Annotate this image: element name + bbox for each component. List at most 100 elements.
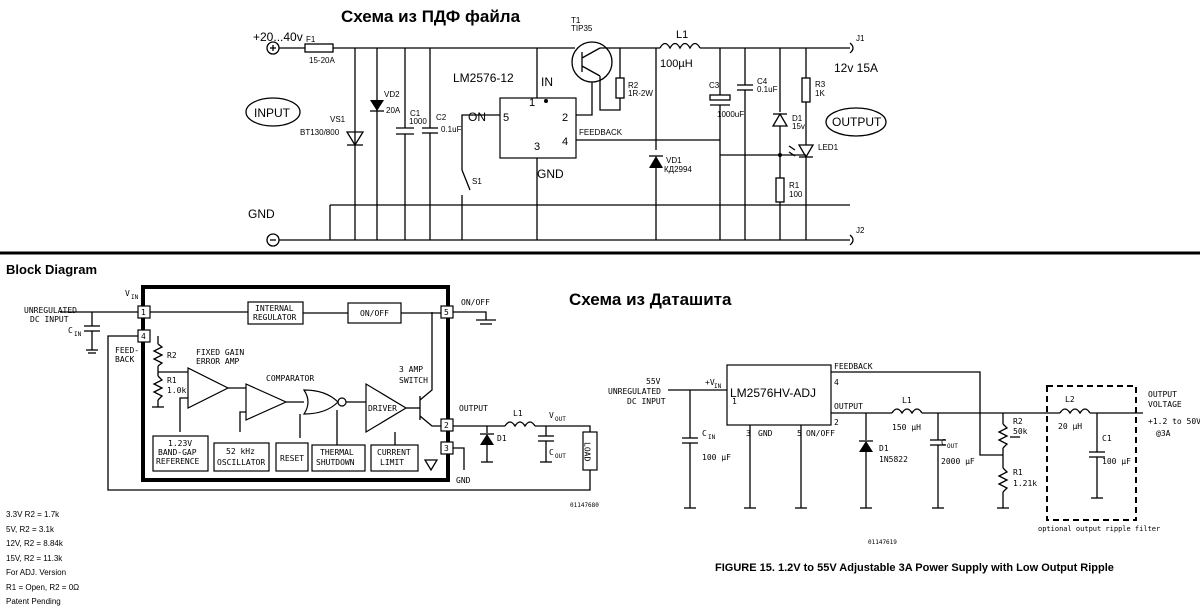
on-label: ON	[468, 110, 486, 124]
ds-vin-pin-sub: IN	[714, 383, 722, 390]
ds-c1-val: 100 µF	[1102, 457, 1131, 466]
ds-out4: @3A	[1156, 429, 1171, 438]
t1-label: T1	[571, 16, 581, 25]
ic-pin5: 5	[503, 112, 509, 124]
vd1-part: КД2994	[664, 165, 692, 174]
block-reset-label: RESET	[280, 454, 304, 463]
block-pin5-label: 5	[444, 308, 449, 317]
jack-j1	[849, 42, 854, 54]
ds-pin5: 5	[797, 429, 802, 438]
ds-cout-sub: OUT	[947, 443, 958, 450]
ds-l2-val: 20 µH	[1058, 422, 1082, 431]
l1-label: L1	[676, 29, 688, 41]
ds-out1: OUTPUT	[1148, 390, 1177, 399]
note-line: 12V, R2 = 8.84k	[6, 539, 63, 548]
block-r2: R2	[167, 351, 177, 360]
block-current-2: LIMIT	[380, 458, 404, 467]
ds-vin-pin: +V	[705, 378, 715, 387]
ds-r1	[997, 467, 1009, 493]
note-line: Patent Pending	[6, 597, 61, 606]
block-chip-outline	[141, 285, 450, 482]
ds-pin2: 2	[834, 418, 839, 427]
block-gnd: GND	[456, 476, 471, 485]
j2-label: J2	[856, 226, 865, 235]
vd2-label: VD2	[384, 90, 400, 99]
block-onoff-pin: ON/OFF	[461, 298, 490, 307]
ds-pin4: 4	[834, 378, 839, 387]
d1-label: D1	[792, 114, 803, 123]
r3-label: R3	[815, 80, 826, 89]
block-internal-reg-label2: REGULATOR	[253, 313, 297, 322]
f1-label: F1	[306, 35, 316, 44]
capacitor-c3	[709, 94, 731, 101]
block-reset-gate	[302, 389, 339, 415]
c3-value: 1000uF	[717, 110, 744, 119]
ds-filter-label: optional output ripple filter	[1038, 525, 1160, 533]
ds-cout-label: C	[941, 438, 946, 447]
resistor-r1	[775, 177, 785, 203]
ds-cin-val: 100 µF	[702, 453, 731, 462]
ds-gnd: GND	[758, 429, 773, 438]
ic-label: LM2576-12	[453, 71, 514, 85]
block-title: Block Diagram	[6, 262, 97, 277]
ds-caption: FIGURE 15. 1.2V to 55V Adjustable 3A Pow…	[715, 562, 1114, 574]
ic-pin3: 3	[534, 141, 540, 153]
input-label: INPUT	[254, 106, 291, 120]
output-badge	[825, 107, 887, 137]
block-l1	[504, 421, 536, 428]
resistor-r2	[615, 77, 625, 99]
ds-ic-lm2576hv-adj	[726, 364, 832, 426]
ic-lm2576-12	[499, 97, 577, 159]
r2-label: R2	[628, 81, 639, 90]
block-output: OUTPUT	[459, 404, 488, 413]
block-feedback: FEED-	[115, 346, 139, 355]
ds-r1-label: R1	[1013, 468, 1023, 477]
block-pin2	[440, 418, 454, 432]
ic-pin-in: IN	[541, 75, 553, 89]
datasheet-title: Схема из Даташита	[569, 290, 732, 309]
block-load	[582, 431, 598, 471]
block-vin-sub: IN	[131, 294, 139, 301]
block-r1: R1	[167, 376, 177, 385]
block-thermal-1: THERMAL	[320, 448, 354, 457]
block-d1	[480, 434, 494, 445]
out-rating: 12v 15A	[834, 61, 878, 75]
block-d1-label: D1	[497, 434, 507, 443]
block-osc-2: OSCILLATOR	[217, 458, 265, 467]
fuse-f1	[304, 43, 334, 53]
vin-label: +20...40v	[253, 30, 303, 44]
block-feedback2: BACK	[115, 355, 134, 364]
led-1	[797, 144, 815, 159]
top-schematic: Схема из ПДФ файла +20...40v GND INPUT F…	[245, 7, 887, 247]
block-error-amp: ERROR AMP	[196, 357, 240, 366]
block-thermal-shutdown	[311, 444, 366, 472]
block-comparator: COMPARATOR	[266, 374, 314, 383]
ds-pin1: 1	[732, 397, 737, 406]
vs1-part: BT130/800	[300, 128, 340, 137]
block-bandgap-2: BAND-GAP	[158, 448, 197, 457]
block-l1-label: L1	[513, 409, 523, 418]
c4-value: 0.1uF	[757, 85, 778, 94]
block-reset	[275, 442, 309, 472]
block-r1-val: 1.0k	[167, 386, 186, 395]
ds-r1-val: 1.21k	[1013, 479, 1037, 488]
ds-cin-sub: IN	[708, 434, 716, 441]
block-cin-sub: IN	[74, 331, 82, 338]
ds-l1	[891, 408, 923, 415]
block-pin3-label: 3	[444, 444, 449, 453]
ds-pin3: 3	[746, 429, 751, 438]
ds-out3: +1.2 to 50V	[1148, 417, 1200, 426]
ds-l1-val: 150 µH	[892, 423, 921, 432]
block-amp-switch2: SWITCH	[399, 376, 428, 385]
ds-vin3: DC INPUT	[627, 397, 666, 406]
note-line: 3.3V R2 = 1.7k	[6, 510, 60, 519]
vd2-diode	[370, 100, 384, 111]
note-line: R1 = Open, R2 = 0Ω	[6, 582, 80, 592]
block-bandgap	[152, 435, 209, 472]
r2-value: 1R-2W	[628, 89, 653, 98]
block-pin2-label: 2	[444, 421, 449, 430]
block-vin: V	[125, 289, 130, 298]
r1-value: 100	[789, 190, 803, 199]
block-unreg: UNREGULATED	[24, 306, 77, 315]
